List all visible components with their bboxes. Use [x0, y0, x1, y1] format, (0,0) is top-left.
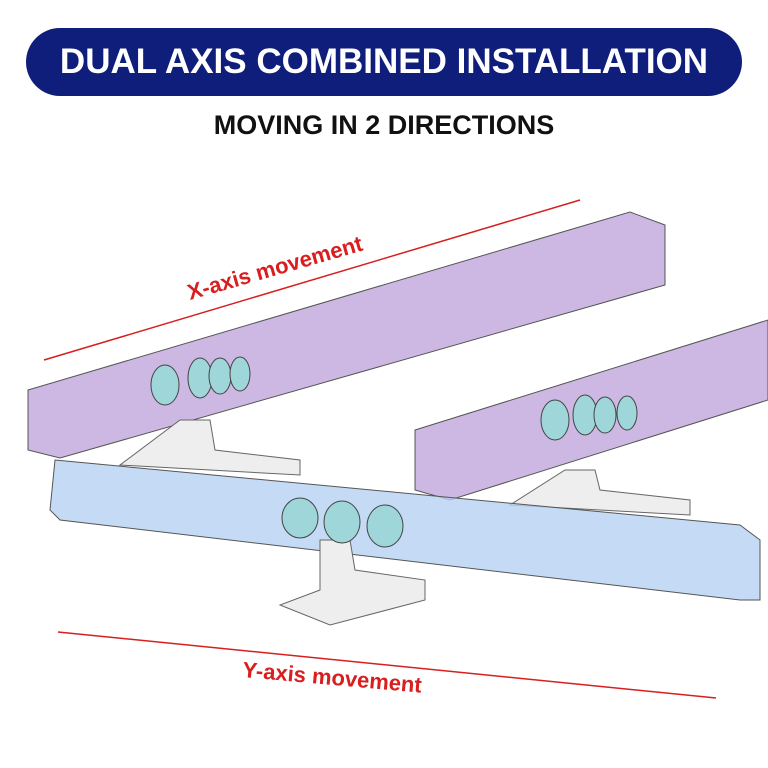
subtitle: MOVING IN 2 DIRECTIONS — [213, 110, 555, 140]
y-axis-label: Y-axis movement — [242, 657, 424, 698]
y-rail — [49, 459, 761, 601]
title: DUAL AXIS COMBINED INSTALLATION — [59, 42, 709, 81]
wheel — [616, 395, 638, 431]
bracket-left — [118, 419, 301, 476]
wheel — [208, 357, 232, 395]
wheel — [593, 396, 617, 434]
wheel — [366, 504, 404, 548]
bracket-bottom — [278, 539, 426, 626]
wheels — [150, 356, 638, 548]
wheel — [229, 356, 251, 392]
wheel — [150, 364, 180, 406]
x-axis-label: X-axis movement — [184, 231, 365, 305]
wheel — [323, 500, 361, 544]
x-rail-left — [27, 211, 666, 459]
x-axis-arrow — [43, 199, 581, 361]
wheel — [540, 399, 570, 441]
title-banner: DUAL AXIS COMBINED INSTALLATION — [26, 28, 742, 96]
y-axis-arrow — [57, 631, 717, 699]
wheel — [187, 357, 213, 399]
wheel — [281, 497, 319, 539]
wheel — [572, 394, 598, 436]
